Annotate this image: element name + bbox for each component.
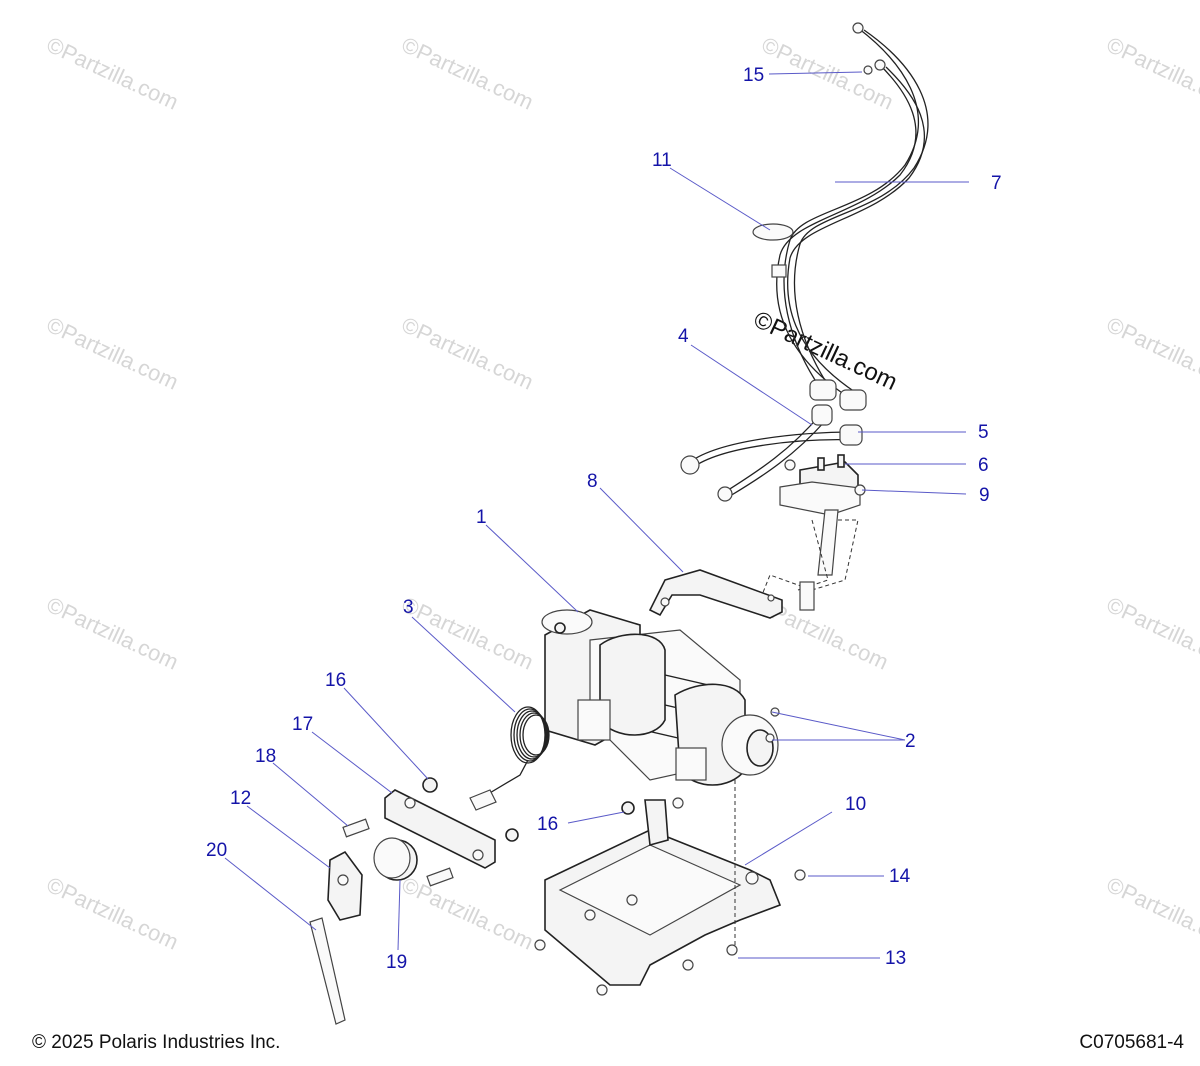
callout-15: 15 (743, 65, 764, 86)
winch-rope (469, 706, 550, 811)
callout-10: 10 (845, 794, 866, 815)
callout-20: 20 (206, 840, 227, 861)
callout-18: 18 (255, 746, 276, 767)
callout-6: 6 (978, 455, 989, 476)
winch-assembly (541, 609, 780, 786)
callout-11: 11 (652, 150, 672, 171)
callout-5: 5 (978, 422, 989, 443)
watermark: ©Partzilla.com (398, 872, 537, 955)
callout-2: 2 (905, 731, 916, 752)
callout-13: 13 (885, 948, 906, 969)
callout-16: 16 (537, 814, 558, 835)
watermark: ©Partzilla.com (43, 592, 182, 675)
mount-bracket-8 (648, 569, 783, 619)
callout-17: 17 (292, 714, 313, 735)
copyright-notice: © 2025 Polaris Industries Inc. (32, 1032, 281, 1053)
watermark: ©Partzilla.com (43, 32, 182, 115)
callout-19: 19 (386, 952, 407, 973)
watermark: ©Partzilla.com (1103, 32, 1200, 115)
callout-8: 8 (587, 471, 598, 492)
callout-12: 12 (230, 788, 251, 809)
watermark: ©Partzilla.com (43, 872, 182, 955)
callout-7: 7 (991, 173, 1002, 194)
battery-cables (752, 22, 929, 411)
callout-3: 3 (403, 597, 414, 618)
drawing-number: C0705681-4 (1079, 1032, 1184, 1053)
mounting-plate (534, 780, 806, 996)
motor-wires (680, 404, 863, 502)
callout-4: 4 (678, 326, 689, 347)
watermark: ©Partzilla.com (398, 592, 537, 675)
callout-9: 9 (979, 485, 990, 506)
callout-16: 16 (325, 670, 346, 691)
watermark: ©Partzilla.com (1103, 592, 1200, 675)
contactor-assembly (759, 454, 866, 611)
watermark-layer: ©Partzilla.com ©Partzilla.com ©Partzilla… (43, 32, 1200, 955)
watermark: ©Partzilla.com (43, 312, 182, 395)
watermark: ©Partzilla.com (1103, 872, 1200, 955)
watermark: ©Partzilla.com (1103, 312, 1200, 395)
callout-1: 1 (476, 507, 487, 528)
leader-lines (224, 71, 969, 959)
callout-labels: 1 2 3 4 5 6 7 8 9 10 11 12 13 14 15 16 1… (206, 65, 1002, 973)
callout-14: 14 (889, 866, 911, 887)
hook-assembly (309, 818, 454, 1025)
watermark: ©Partzilla.com (398, 32, 537, 115)
hawse-fairlead (384, 777, 519, 869)
watermark: ©Partzilla.com (398, 312, 537, 395)
